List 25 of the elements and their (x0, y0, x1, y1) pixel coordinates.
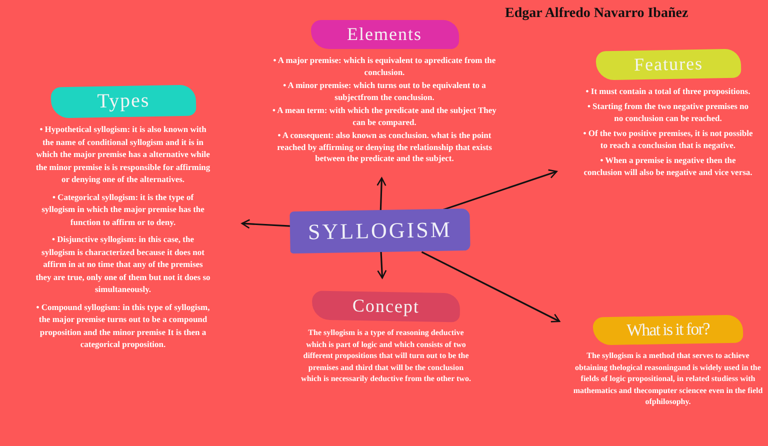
bullet-text: • A consequent: also known as conclusion. what is the point reached by affirming or denying the relationship that exists between the predicate and the subject. (276, 130, 493, 164)
heading-banner: Features (595, 48, 741, 80)
bullet-text: • Compound syllogism: in this type of syllogism, the major premise turns out to be a compound proposition and the minor premise It is then a categorical proposition. (36, 300, 210, 350)
author-name: Edgar Alfredo Navarro Ibañez (505, 6, 688, 22)
heading-banner: Elements (310, 20, 458, 49)
title-banner: SYLLOGISM (290, 208, 470, 254)
bullet-text: • Disjunctive syllogism: in this case, the syllogism is characterized because it does not affirm in at no time that any of the premises they are true, only one of them but not it does so simultaneously. (36, 233, 210, 296)
bullet-text: • Hypothetical syllogism: it is also known with the name of conditional syllogism and it is in which the major premise has a alternative while the minor premise is is responsible for affirming or denying one of the alternatives. (36, 123, 210, 186)
bullet-text: • Categorical syllogism: it is the type of syllogism in which the major premise has the function to affirm or to deny. (40, 190, 206, 228)
bullet-text: • When a premise is negative then the conclusion will also be negative and vice versa. (583, 154, 753, 178)
arrow (421, 251, 560, 322)
paragraph-text: The syllogism is a method that serves to achieve obtaining thelogical reasoningand is widely used in the fields of logic propositional, in related studiess with mathematics and thecomputer sciencee even in the field ofphilosophy. (572, 350, 764, 408)
bullet-text: • A mean term: with which the predicate and the subject They can be compared. (272, 105, 497, 128)
bullet-text: • It must contain a total of three propositions. (584, 85, 752, 97)
heading-banner: Concept (312, 290, 460, 322)
arrow (377, 252, 387, 279)
heading-banner: What is it for? (592, 314, 744, 346)
bullet-text: • Starting from the two negative premises no no conclusion can be reached. (586, 100, 750, 124)
arrow (241, 219, 290, 229)
heading-banner: Types (50, 84, 196, 118)
bullet-text: • Of the two positive premises, it is not possible to reach a conclusion that is negative. (583, 127, 753, 151)
arrow (376, 177, 386, 210)
paragraph-text: The syllogism is a type of reasoning deductive which is part of logic and which consists of two different propositions that will turn out to be the premises and third that will be the conclusion which is necessarily deductive from the other two. (300, 327, 472, 384)
bullet-text: • A minor premise: which turns out to be equivalent to a subjectfrom the conclusion. (282, 80, 487, 103)
bullet-text: • A major premise: which is equivalent to apredicate from the conclusion. (272, 55, 497, 78)
